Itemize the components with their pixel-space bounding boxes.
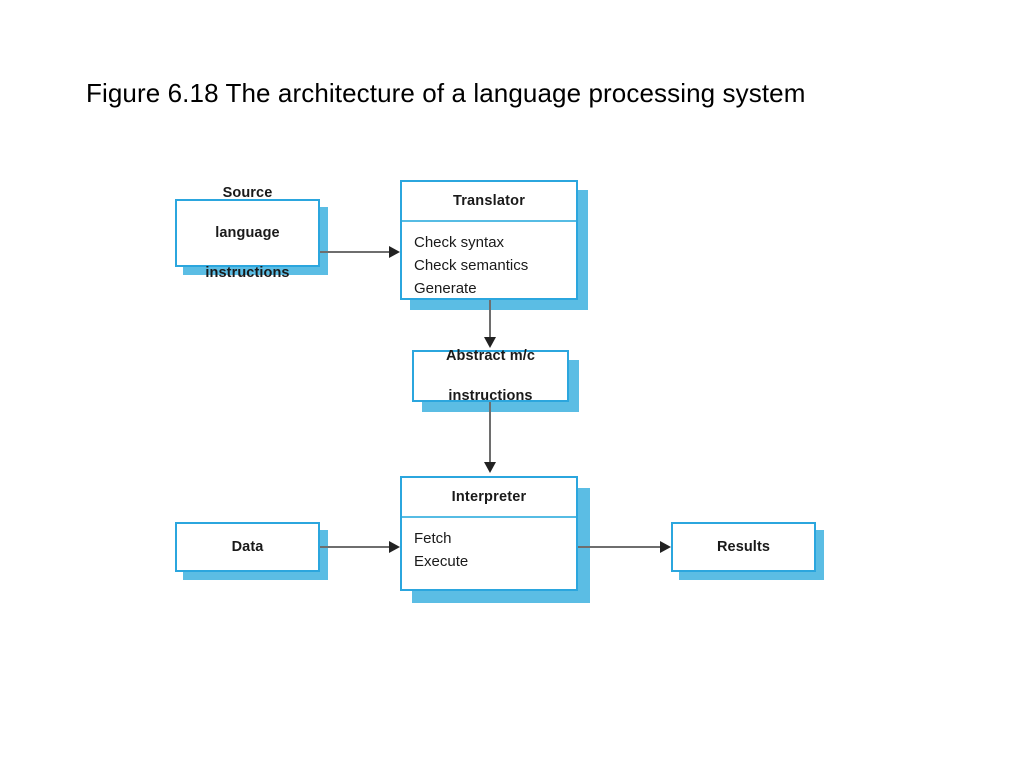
abstract-mc-instructions-label: Abstract m/c instructions [442,326,539,426]
interpreter-line-1: Fetch [414,530,452,547]
node-source-language-instructions[interactable]: Source language instructions [175,185,320,281]
source-language-instructions-label: Source language instructions [201,163,293,303]
node-interpreter[interactable]: Interpreter Fetch Execute [400,476,578,591]
page-title: Figure 6.18 The architecture of a langua… [86,78,806,108]
node-abstract-mc-instructions[interactable]: Abstract m/c instructions [412,348,569,404]
edge-translator-to-abstract-arrowhead [484,337,496,348]
interpreter-body: Fetch Execute [402,518,576,573]
edge-interpreter-to-results-line [578,546,665,548]
results-label: Results [716,539,771,555]
abstract-line-1: Abstract m/c [445,348,536,364]
edge-abstract-to-interpreter-arrowhead [484,462,496,473]
edge-data-to-interpreter-line [320,546,394,548]
translator-body: Check syntax Check semantics Generate [402,222,576,300]
translator-line-2: Check semantics [414,257,529,274]
edge-source-to-translator-arrowhead [389,246,400,258]
source-line-1: Source [222,185,273,201]
source-line-3: instructions [205,265,290,281]
node-translator[interactable]: Translator Check syntax Check semantics … [400,180,578,300]
translator-line-1: Check syntax [414,234,505,251]
node-results[interactable]: Results [671,522,816,572]
node-data[interactable]: Data [175,522,320,572]
interpreter-line-2: Execute [414,553,469,570]
translator-header: Translator [402,182,576,222]
interpreter-header: Interpreter [402,478,576,518]
edge-source-to-translator-line [320,251,394,253]
abstract-line-2: instructions [448,388,533,404]
edge-abstract-to-interpreter-line [489,402,491,466]
edge-translator-to-abstract-line [489,300,491,341]
edge-interpreter-to-results-arrowhead [660,541,671,553]
source-line-2: language [215,225,280,241]
translator-line-3: Generate [414,280,477,297]
edge-data-to-interpreter-arrowhead [389,541,400,553]
data-label: Data [231,539,264,555]
